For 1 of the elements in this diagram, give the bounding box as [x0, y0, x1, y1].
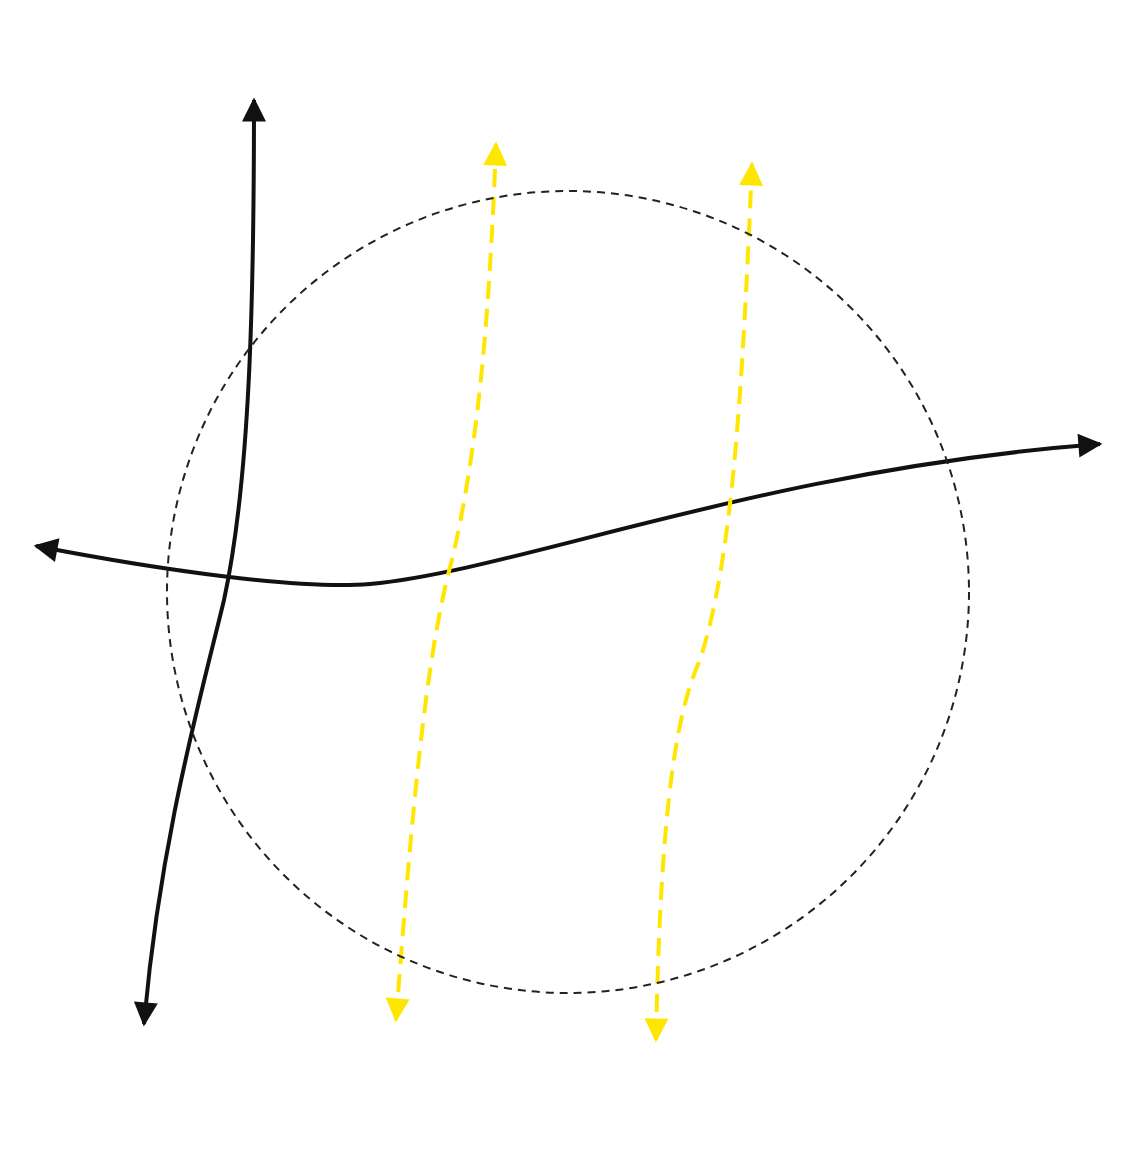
dashed-circle: [166, 190, 970, 994]
